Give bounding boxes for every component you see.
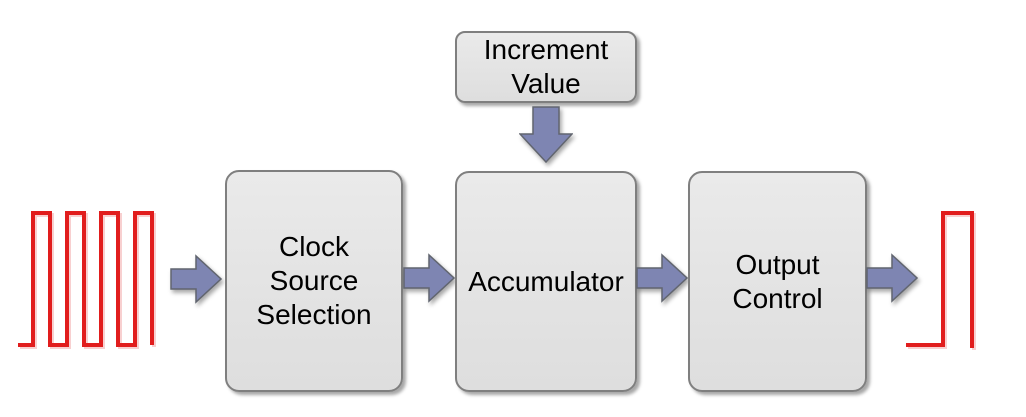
output-control-box: Output Control	[688, 171, 867, 392]
input-clock-waveform-icon	[18, 211, 154, 347]
box-label-line: Source	[269, 265, 359, 296]
box-label-line: Control	[732, 282, 823, 314]
box-label-line: Value	[511, 68, 581, 99]
accumulator-to-output-arrow-icon	[636, 253, 688, 303]
clock-source-selection-box: Clock Source Selection	[225, 170, 403, 392]
box-label-line: Clock	[278, 231, 349, 262]
increment-to-accumulator-arrow-icon	[519, 106, 573, 163]
output-pulse-waveform-icon	[906, 211, 974, 348]
increment-value-box: Increment Value	[455, 31, 637, 103]
box-label-line: Output	[735, 248, 820, 280]
box-label-line: Increment	[483, 34, 609, 65]
input-arrow-icon	[170, 254, 222, 304]
box-label-line: Selection	[256, 299, 372, 330]
accumulator-box: Accumulator	[455, 171, 637, 392]
clock-to-accumulator-arrow-icon	[403, 253, 455, 303]
box-label-line: Accumulator	[468, 265, 624, 297]
output-arrow-icon	[866, 253, 918, 303]
